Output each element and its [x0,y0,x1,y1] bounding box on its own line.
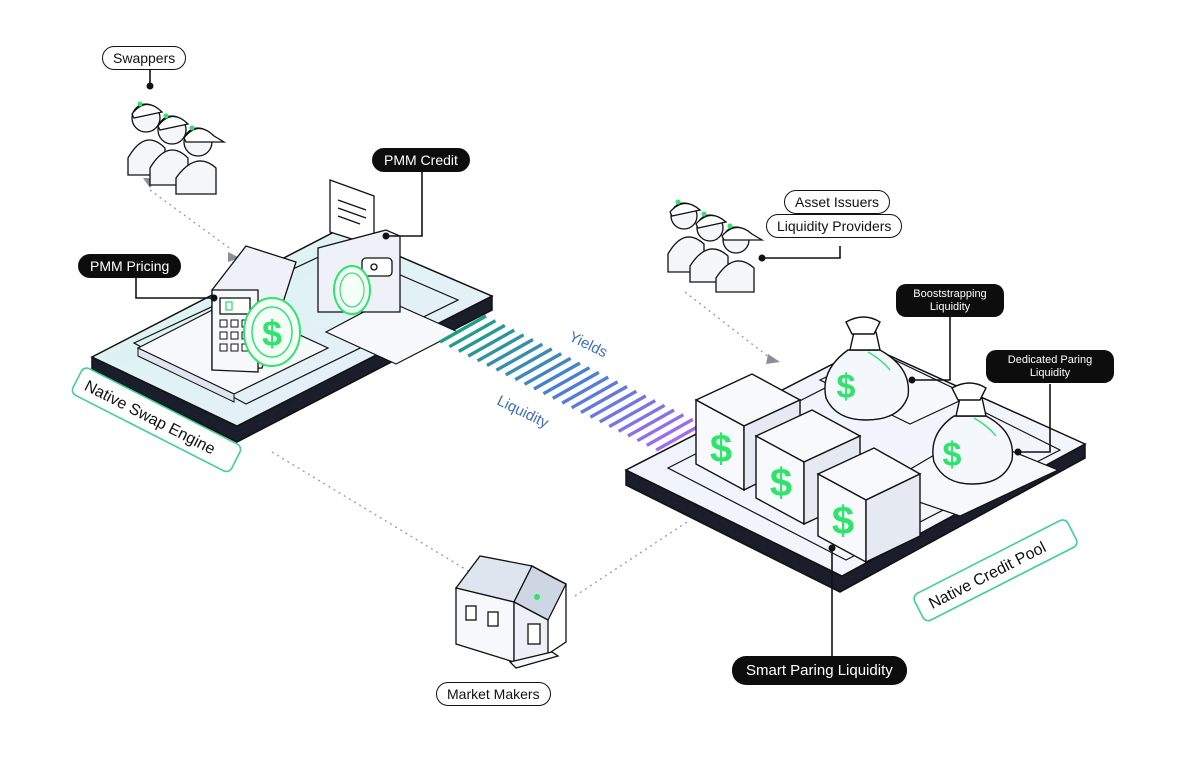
asset-issuers-label: Asset Issuers [784,190,891,214]
money-bag-2 [932,382,1014,485]
flow-stripe [636,413,685,443]
money-bag-1 [824,316,910,421]
dedicated-paring-liquidity-label: Dedicated Paring Liquidity [986,350,1114,384]
flow-stripe [476,333,525,363]
dollar-coin-icon: $ [262,313,282,354]
swappers-people-icon [127,103,227,195]
flow-label-yields: Yields [566,328,610,361]
swappers-label: Swappers [102,46,187,70]
liquidity-providers-people-icon [667,202,765,293]
native-credit-pool-label: Native Credit Pool [926,539,1049,613]
dollar-bag-2-icon: $ [943,436,962,474]
dollar-bag-1-icon: $ [837,368,856,406]
flow-stripe [580,385,628,414]
flow-stripe [608,399,657,429]
flow-stripe [570,380,619,410]
dollar-cube-3-icon: $ [832,499,854,543]
market-makers-accent-dot [534,594,540,600]
flow-stripe [504,347,553,377]
flow-stripe [457,323,506,353]
flow-stripe [645,417,694,447]
leader-lines [135,68,1051,656]
dotted-connectors [149,189,771,597]
market-makers-label: Market Makers [436,682,551,706]
flow-stripe [439,314,487,344]
liquidity-providers-label: Liquidity Providers [766,214,903,238]
flow-label-liquidity: Liquidity [494,392,551,432]
swappers-accent-dots [137,101,195,131]
flow-stripe [448,319,497,349]
pmm-pricing-label: PMM Pricing [78,254,182,278]
flow-stripe [533,361,581,391]
wallet-coin-icon [333,265,371,315]
smart-paring-liquidity-label: Smart Paring Liquidity [732,656,907,685]
flow-stripe [561,375,610,405]
cube-3 [816,447,922,564]
dollar-cube-2-icon: $ [770,461,792,505]
pmm-credit-label: PMM Credit [372,148,470,172]
flow-stripe [467,328,516,358]
flow-stripe [514,352,563,382]
arrow-head-credit-pool [766,354,780,364]
flow-stripe [589,389,638,419]
flow-stripe [598,394,647,424]
bootstrapping-liquidity-label: Booststrapping Liquidity [896,284,1004,318]
flow-stripe [542,366,591,396]
flow-stripes [439,314,704,452]
liquidity-providers-accent-dots [675,199,733,229]
flow-stripe [627,408,675,438]
flow-stripe [523,356,572,386]
arrow-head-swap-engine [228,252,240,262]
flow-stripe [486,338,534,367]
flow-stripe [495,342,544,372]
flow-stripe [655,422,704,452]
leader-dots [146,82,1022,552]
flow-stripe [617,403,666,433]
dollar-cube-1-icon: $ [710,427,732,471]
market-makers-house-icon [454,555,567,669]
coin-icon [243,297,301,367]
flow-stripe [551,370,600,400]
